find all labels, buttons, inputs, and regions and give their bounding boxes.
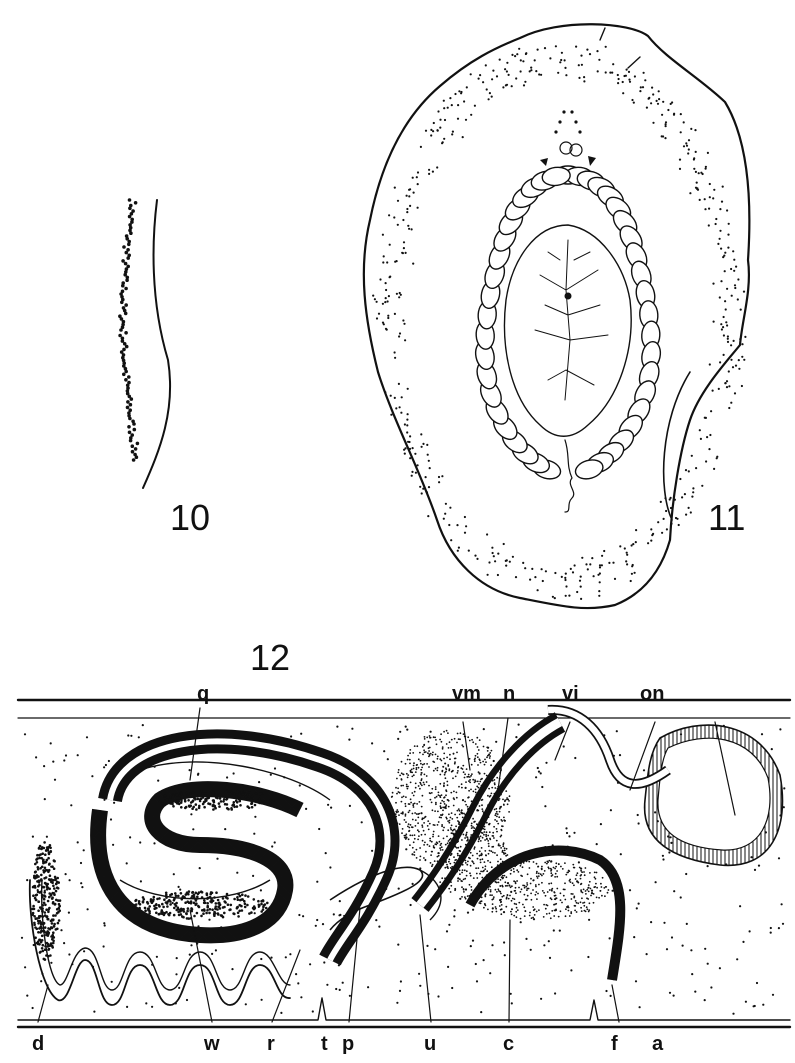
fig12-label-vi: vi [562,683,579,705]
fig12-bulb-lumen [658,738,770,850]
fig11-cell-ring [473,166,663,482]
fig11-side-lobe [664,372,690,520]
fig12-ventral-epidermis [18,998,790,1020]
fig11-ganglia [540,110,596,166]
fig12-label-a: a [652,1033,664,1055]
fig11-tick [628,57,640,68]
fig12-label-f: f [611,1033,618,1055]
figure-10-drawing [118,198,170,488]
fig12-label-on: on [640,683,664,705]
fig12-label-c: c [503,1033,514,1055]
fig12-label-r: r [267,1033,275,1055]
figure-10-number: 10 [170,500,210,536]
fig10-dot-row [118,198,139,462]
fig10-curve [143,200,170,488]
fig11-stipple [372,45,746,600]
fig12-label-q: q [197,683,209,705]
fig11-lumen [504,225,631,436]
figure-12-drawing: q vm n vi on d w r t p u c f a [18,683,790,1055]
fig12-label-vm: vm [452,683,481,705]
figure-12-number: 12 [250,640,290,676]
fig12-label-n: n [503,683,515,705]
fig11-tail [565,440,574,512]
fig12-label-t: t [321,1033,328,1055]
fig12-label-d: d [32,1033,44,1055]
fig12-label-p: p [342,1033,354,1055]
fig11-tick [600,28,605,40]
fig12-label-u: u [424,1033,436,1055]
figure-11-number: 11 [708,500,745,536]
fig11-section-outline [364,24,750,608]
figure-11-drawing [364,24,750,608]
fig12-label-w: w [203,1033,220,1055]
